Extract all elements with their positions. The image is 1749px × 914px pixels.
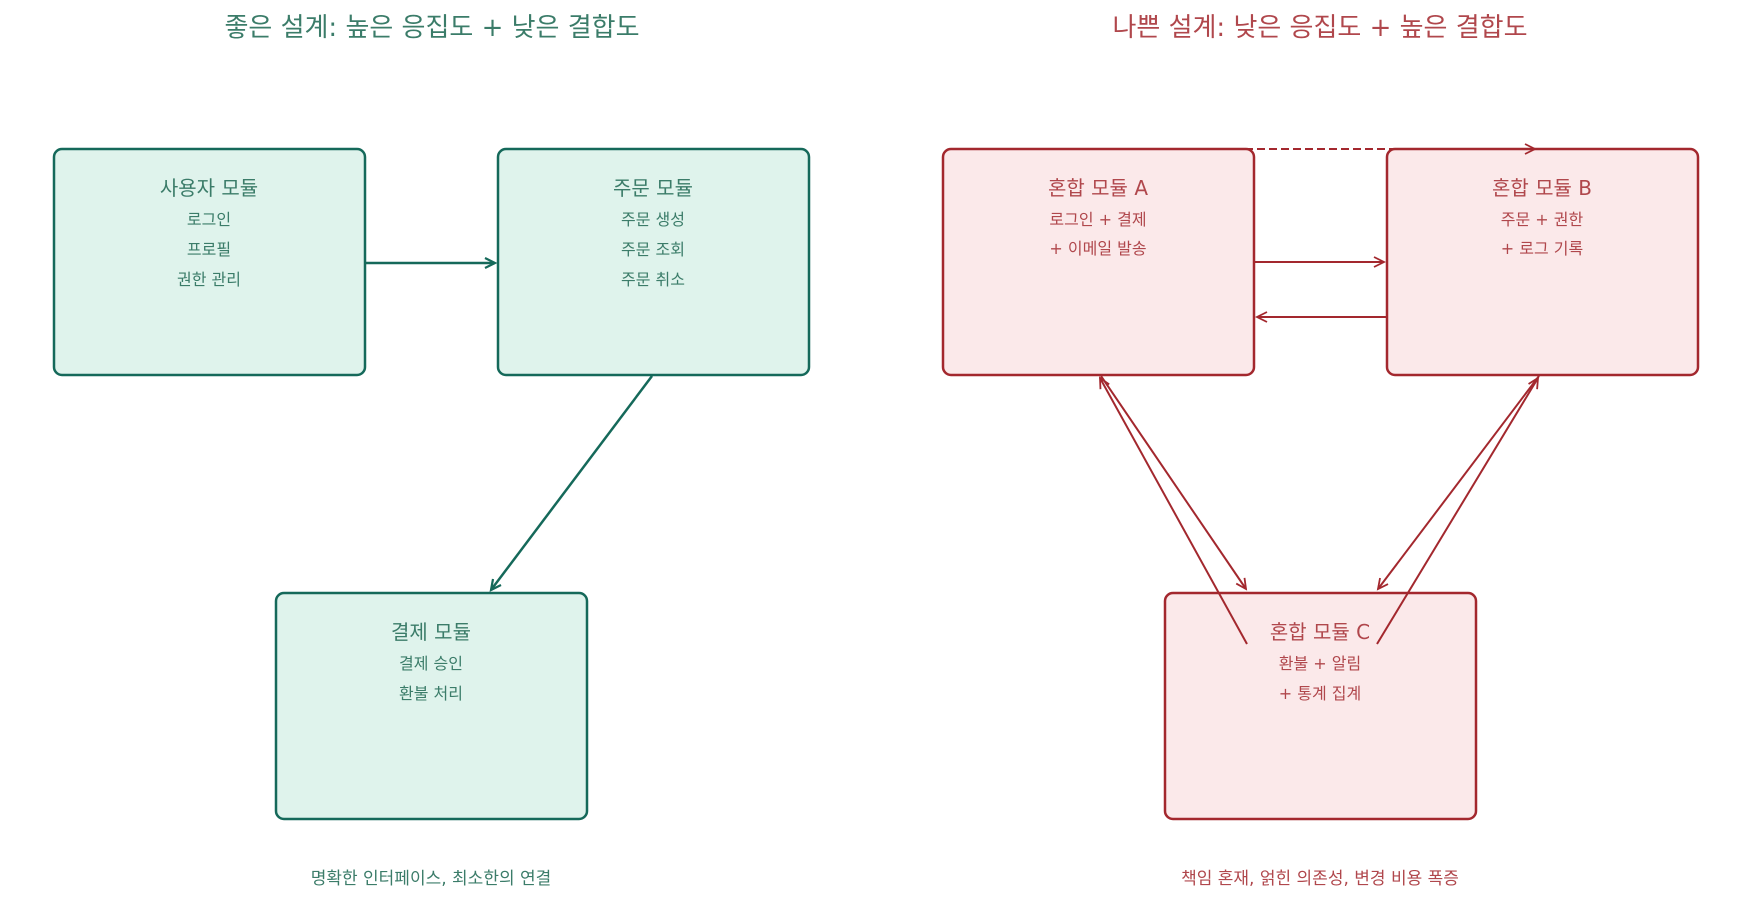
mixed-module-b-title: 혼합 모듈 B (1492, 176, 1592, 200)
good-design-caption: 명확한 인터페이스, 최소한의 연결 (311, 869, 552, 889)
user-module-line-1: 로그인 (187, 210, 231, 229)
user-module-line-3: 권한 관리 (177, 270, 241, 289)
mixed-module-a-line-2: + 이메일 발송 (1049, 239, 1146, 258)
good-design-title: 좋은 설계: 높은 응집도 + 낮은 결합도 (224, 13, 639, 43)
user-module-box: 사용자 모듈 로그인 프로필 권한 관리 (52, 147, 367, 377)
order-module-line-2: 주문 조회 (621, 240, 685, 259)
order-module-box: 주문 모듈 주문 생성 주문 조회 주문 취소 (496, 147, 811, 377)
bad-design-caption: 책임 혼재, 얽힌 의존성, 변경 비용 폭증 (1181, 869, 1459, 889)
order-module-line-3: 주문 취소 (621, 270, 685, 289)
mixed-module-c-title: 혼합 모듈 C (1270, 620, 1370, 644)
payment-module-line-2: 환불 처리 (399, 684, 463, 703)
user-module-title: 사용자 모듈 (160, 176, 258, 200)
payment-module-title: 결제 모듈 (391, 620, 471, 644)
mixed-module-c-line-1: 환불 + 알림 (1279, 654, 1361, 673)
mixed-module-a-line-1: 로그인 + 결제 (1049, 210, 1146, 229)
arrow-c-to-a (1099, 376, 1248, 645)
bad-design-title: 나쁜 설계: 낮은 응집도 + 높은 결합도 (1112, 13, 1527, 43)
arrow-a-to-c (1100, 375, 1248, 591)
order-module-title: 주문 모듈 (613, 176, 693, 200)
order-module-line-1: 주문 생성 (621, 210, 685, 229)
mixed-module-c-line-2: + 통계 집계 (1279, 684, 1361, 703)
mixed-module-b-line-1: 주문 + 권한 (1501, 210, 1584, 229)
payment-module-box: 결제 모듈 결제 승인 환불 처리 (274, 591, 589, 821)
user-module-line-2: 프로필 (187, 240, 231, 259)
mixed-module-a-title: 혼합 모듈 A (1048, 176, 1148, 200)
arrow-c-to-b (1376, 376, 1540, 645)
mixed-module-c-box: 혼합 모듈 C 환불 + 알림 + 통계 집계 (1163, 591, 1478, 821)
mixed-module-b-line-2: + 로그 기록 (1501, 239, 1583, 258)
arrow-order-to-payment (489, 375, 653, 592)
mixed-module-a-box: 혼합 모듈 A 로그인 + 결제 + 이메일 발송 (941, 147, 1256, 377)
payment-module-line-1: 결제 승인 (399, 654, 463, 673)
mixed-module-b-box: 혼합 모듈 B 주문 + 권한 + 로그 기록 (1385, 147, 1700, 377)
arrow-b-to-c (1376, 375, 1540, 591)
